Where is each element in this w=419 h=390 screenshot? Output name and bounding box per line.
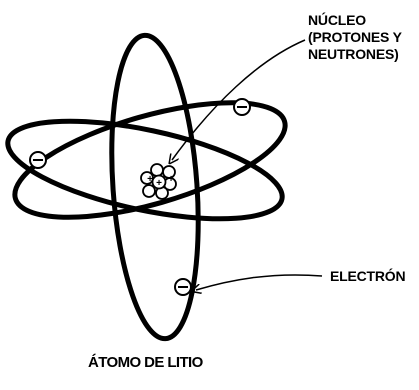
proton-sign: + [147,174,153,185]
electron-bottom [175,279,191,295]
electron-top-right [234,99,250,115]
nucleus-label-line-1: NÚCLEO [308,12,402,29]
proton-sign: + [156,178,162,189]
electron-label: ELECTRÓN [330,268,405,285]
electron-pointer-arrow [196,275,322,290]
proton-sign: + [168,174,174,185]
nucleus-label-line-2: (PROTONES Y [308,29,402,46]
nucleus-label: NÚCLEO (PROTONES Y NEUTRONES) [308,12,402,63]
diagram-title: ÁTOMO DE LITIO [88,354,203,371]
nucleus-label-line-3: NEUTRONES) [308,46,402,63]
electron-left [30,152,46,168]
nucleon [143,185,155,197]
